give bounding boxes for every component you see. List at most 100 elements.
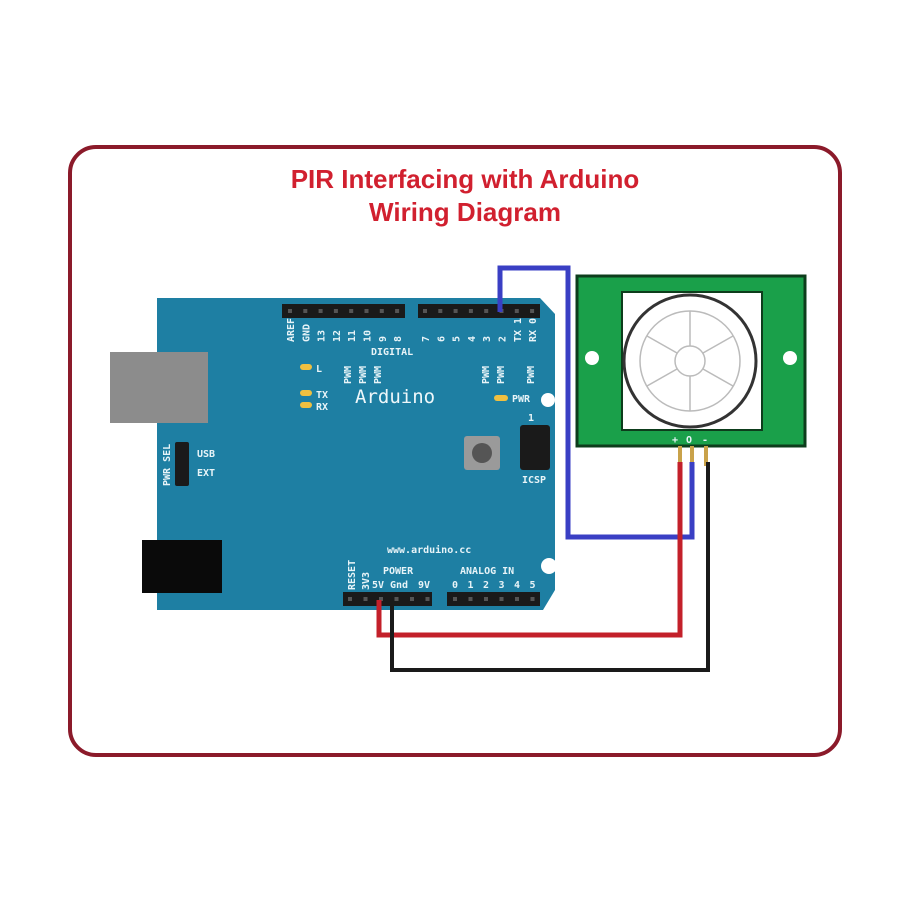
analog-pin-label: 4 xyxy=(514,580,520,591)
digital-header-left xyxy=(282,304,405,318)
pir-out-label: O xyxy=(686,435,692,446)
header-pin xyxy=(379,597,383,601)
title-line-2: Wiring Diagram xyxy=(369,197,561,227)
header-pin xyxy=(499,597,504,601)
power-pin-label: Gnd xyxy=(390,580,408,591)
header-pin xyxy=(438,309,443,313)
pir-vcc-label: + xyxy=(672,435,678,446)
led-l-label: L xyxy=(316,364,322,375)
icsp-pin1-label: 1 xyxy=(528,413,534,424)
header-pin xyxy=(410,597,414,601)
header-pin xyxy=(453,309,458,313)
header-pin xyxy=(468,309,473,313)
digital-pin-label: 2 xyxy=(498,336,509,342)
arduino-logo-text: Arduino xyxy=(355,386,435,408)
digital-header-right xyxy=(418,304,540,318)
analog-in-label: ANALOG IN xyxy=(460,566,514,577)
header-pin xyxy=(303,309,308,313)
icsp-label: ICSP xyxy=(522,475,546,486)
header-pin xyxy=(453,597,457,601)
pwm-label: PWM xyxy=(373,366,384,384)
reset-button-cap xyxy=(472,443,492,463)
digital-pin-label: RX 0 xyxy=(528,318,539,342)
header-pin xyxy=(395,309,400,313)
usb-port xyxy=(110,352,208,423)
led-rx-label: RX xyxy=(316,402,328,413)
header-pins xyxy=(288,309,535,601)
pwr-sel-label: PWR SEL xyxy=(162,444,173,486)
header-pin xyxy=(288,309,292,313)
arduino-board: DIGITAL L TX RX Arduino PWR 1 ICSP PWR S… xyxy=(110,298,557,610)
header-pin xyxy=(394,597,399,601)
reset-label: RESET xyxy=(347,560,358,590)
pir-fresnel-lens xyxy=(622,293,758,429)
vcc-wire xyxy=(376,462,683,638)
analog-pin-label: 5 xyxy=(530,580,536,591)
pwm-label: PWM xyxy=(526,366,537,384)
header-pin xyxy=(318,309,323,313)
gnd-wire xyxy=(390,462,710,672)
header-pin xyxy=(425,597,430,601)
signal-wire xyxy=(497,265,695,540)
header-pin xyxy=(530,597,535,601)
mount-hole xyxy=(541,558,557,574)
header-pin xyxy=(530,309,535,313)
pir-mount-hole xyxy=(783,351,797,365)
pir-gnd-label: - xyxy=(702,435,708,446)
pwr-sel-jumper xyxy=(175,442,189,486)
digital-pin-label: 3 xyxy=(482,336,493,342)
header-pin xyxy=(364,309,369,313)
header-pin xyxy=(423,309,427,313)
analog-pin-label: 1 xyxy=(468,580,474,591)
led-pwr-label: PWR xyxy=(512,394,531,405)
digital-pin-label: 12 xyxy=(332,330,343,342)
3v3-label: 3V3 xyxy=(361,572,372,590)
digital-pin-label: TX 1 xyxy=(513,318,524,342)
header-pin xyxy=(363,597,368,601)
analog-pin-label: 2 xyxy=(483,580,489,591)
pwm-label: PWM xyxy=(343,366,354,384)
usb-label: USB xyxy=(197,449,215,460)
header-pin xyxy=(348,597,352,601)
ext-label: EXT xyxy=(197,468,215,479)
power-pin-label: 5V xyxy=(372,580,384,591)
header-pin xyxy=(349,309,354,313)
icsp-header xyxy=(520,425,550,470)
pwm-label: PWM xyxy=(358,366,369,384)
led-tx xyxy=(300,390,312,396)
mount-hole xyxy=(541,393,555,407)
analog-pin-label: 0 xyxy=(452,580,458,591)
pir-mount-hole xyxy=(585,351,599,365)
power-header xyxy=(343,592,432,606)
digital-pin-label: 9 xyxy=(378,336,389,342)
digital-pin-label: 5 xyxy=(452,336,463,342)
led-rx xyxy=(300,402,312,408)
power-label: POWER xyxy=(383,566,414,577)
digital-label: DIGITAL xyxy=(371,347,413,358)
digital-pin-label: 10 xyxy=(363,330,374,342)
pwm-label: PWM xyxy=(496,366,507,384)
header-pin xyxy=(484,309,489,313)
analog-pin-label: 3 xyxy=(499,580,505,591)
header-pin xyxy=(484,597,488,601)
pir-sensor: + O - xyxy=(575,274,807,466)
header-pin xyxy=(514,309,519,313)
header-pin xyxy=(379,309,384,313)
header-pin xyxy=(468,597,473,601)
led-tx-label: TX xyxy=(316,390,328,401)
led-l xyxy=(300,364,312,370)
power-pin-label: 9V xyxy=(418,580,430,591)
digital-pin-label: GND xyxy=(301,324,312,342)
digital-pin-label: 11 xyxy=(347,330,358,342)
digital-pin-label: AREF xyxy=(286,318,297,342)
digital-pin-label: 4 xyxy=(467,336,478,342)
header-pin xyxy=(333,309,338,313)
header-pin xyxy=(515,597,519,601)
title-line-1: PIR Interfacing with Arduino xyxy=(291,164,640,194)
analog-header xyxy=(447,592,540,606)
digital-pin-label: 13 xyxy=(317,330,328,342)
website-label: www.arduino.cc xyxy=(387,544,471,556)
digital-pin-label: 6 xyxy=(436,336,447,342)
